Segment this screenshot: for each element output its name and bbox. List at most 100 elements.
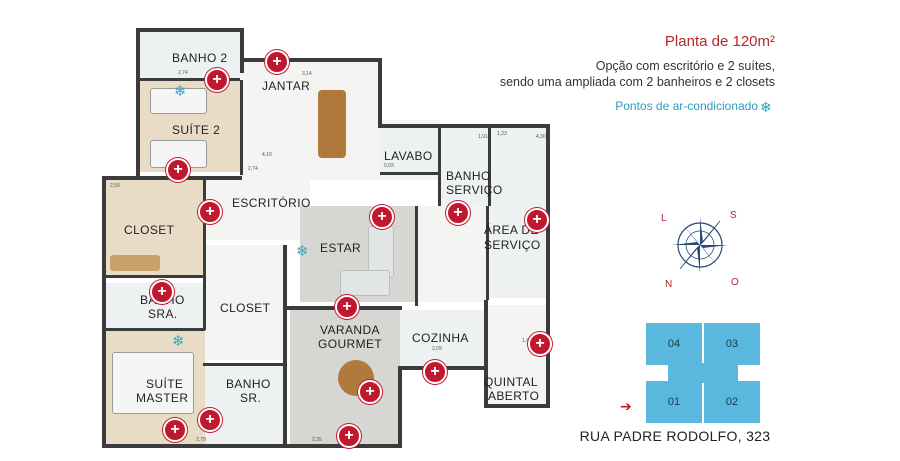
dimension-label: 1,91 xyxy=(478,134,488,140)
room-label-quintal-1: QUINTAL xyxy=(484,375,538,389)
plus-marker-icon[interactable]: + xyxy=(150,280,174,304)
wall xyxy=(398,366,402,448)
wall xyxy=(240,58,380,62)
snowflake-icon: ❄ xyxy=(172,333,185,350)
units-core xyxy=(668,363,738,383)
lavabo-floor xyxy=(380,128,438,172)
plus-marker-icon[interactable]: + xyxy=(166,158,190,182)
wall xyxy=(136,28,140,178)
unit-03: 03 xyxy=(704,323,760,365)
room-label-closet2: CLOSET xyxy=(220,301,271,315)
plan-title: Planta de 120m² xyxy=(664,33,775,50)
room-label-banho-servico-2: SERVIÇO xyxy=(446,183,503,197)
plus-marker-icon[interactable]: + xyxy=(337,424,361,448)
floor-plan: BANHO 2 JANTAR SUÍTE 2 LAVABO BANHO SERV… xyxy=(102,28,552,448)
ac-legend: Pontos de ar-condicionado xyxy=(615,99,758,113)
wall xyxy=(484,404,550,408)
room-label-jantar: JANTAR xyxy=(262,79,311,93)
wall xyxy=(546,124,550,408)
dimension-label: 2,79 xyxy=(196,437,206,443)
estar-armchair xyxy=(340,270,390,296)
suite2-bed xyxy=(150,88,207,114)
room-label-estar: ESTAR xyxy=(320,241,362,255)
jantar-floor xyxy=(240,60,380,180)
plus-marker-icon[interactable]: + xyxy=(370,205,394,229)
plus-marker-icon[interactable]: + xyxy=(358,380,382,404)
room-label-escritorio: ESCRITÓRIO xyxy=(232,196,311,210)
wall xyxy=(378,58,382,126)
unit-04: 04 xyxy=(646,323,702,365)
room-label-cozinha: COZINHA xyxy=(412,331,469,345)
wall xyxy=(283,245,287,445)
wall xyxy=(240,28,244,73)
snowflake-icon: ❄ xyxy=(760,99,772,115)
plus-marker-icon[interactable]: + xyxy=(528,332,552,356)
room-label-banho-servico-1: BANHO xyxy=(446,169,491,183)
escritorio-floor xyxy=(205,180,310,240)
banho-servico-floor xyxy=(440,128,490,206)
closet2-floor xyxy=(205,245,285,360)
room-label-closet1: CLOSET xyxy=(124,223,175,237)
cozinha-floor xyxy=(400,310,485,370)
plus-marker-icon[interactable]: + xyxy=(205,68,229,92)
wall xyxy=(438,128,441,206)
plus-marker-icon[interactable]: + xyxy=(525,208,549,232)
dimension-label: 0,93 xyxy=(384,163,394,169)
plus-marker-icon[interactable]: + xyxy=(265,50,289,74)
wall xyxy=(486,206,489,300)
room-label-varanda-2: GOURMET xyxy=(318,337,383,351)
room-label-suite-master-1: SUÍTE xyxy=(146,377,184,391)
room-label-varanda-1: VARANDA xyxy=(320,323,380,337)
snowflake-icon: ❄ xyxy=(296,243,309,260)
compass-l: L xyxy=(661,213,667,224)
room-label-quintal-2: ABERTO xyxy=(488,389,540,403)
address-label: RUA PADRE RODOLFO, 323 xyxy=(579,428,771,444)
dimension-label: 4,30 xyxy=(536,134,546,140)
dimension-label: 2,74 xyxy=(248,166,258,172)
plus-marker-icon[interactable]: + xyxy=(423,360,447,384)
wall xyxy=(102,328,205,331)
plus-marker-icon[interactable]: + xyxy=(446,201,470,225)
dimension-label: 2,09 xyxy=(432,346,442,352)
compass-n: N xyxy=(665,279,672,290)
building-units-key: 04 03 01 02 xyxy=(638,323,768,423)
wall xyxy=(203,363,285,366)
wall xyxy=(136,28,244,32)
dimension-label: 2,59 xyxy=(110,183,120,189)
plan-description-line1: Opção com escritório e 2 suítes, xyxy=(595,59,775,73)
dimension-label: 2,74 xyxy=(178,70,188,76)
room-label-lavabo: LAVABO xyxy=(384,149,433,163)
wall xyxy=(203,180,206,330)
wall xyxy=(136,78,240,81)
room-label-suite-master-2: MASTER xyxy=(136,391,189,405)
plan-description-line2: sendo uma ampliada com 2 banheiros e 2 c… xyxy=(499,75,775,89)
room-label-area-servico-2: SERVIÇO xyxy=(484,238,541,252)
room-label-banho-sr-1: BANHO xyxy=(226,377,271,391)
wall xyxy=(102,176,106,448)
wall xyxy=(102,444,402,448)
plus-marker-icon[interactable]: + xyxy=(198,408,222,432)
plus-marker-icon[interactable]: + xyxy=(335,295,359,319)
plus-marker-icon[interactable]: + xyxy=(163,418,187,442)
unit-02: 02 xyxy=(704,381,760,423)
wall xyxy=(484,300,488,408)
compass-s: S xyxy=(730,210,737,221)
room-label-banho-sra-2: SRA. xyxy=(148,307,178,321)
room-label-suite2: SUÍTE 2 xyxy=(172,123,221,137)
closet1-desk xyxy=(110,255,160,271)
wall xyxy=(240,80,243,175)
master-bed xyxy=(112,352,194,414)
wall xyxy=(488,128,491,206)
compass-rose: L S N O xyxy=(661,210,739,290)
room-label-banho-sr-2: SR. xyxy=(240,391,262,405)
dimension-label: 1,23 xyxy=(497,131,507,137)
wall xyxy=(415,206,418,306)
wall xyxy=(380,172,440,175)
room-label-area-servico-1: ÁREA DE xyxy=(484,223,539,237)
snowflake-icon: ❄ xyxy=(174,83,187,100)
dimension-label: 4,10 xyxy=(262,152,272,158)
plus-marker-icon[interactable]: + xyxy=(198,200,222,224)
dimension-label: 1,40 xyxy=(522,338,532,344)
compass-o: O xyxy=(731,277,739,288)
plan-description: Opção com escritório e 2 suítes, sendo u… xyxy=(440,58,775,90)
